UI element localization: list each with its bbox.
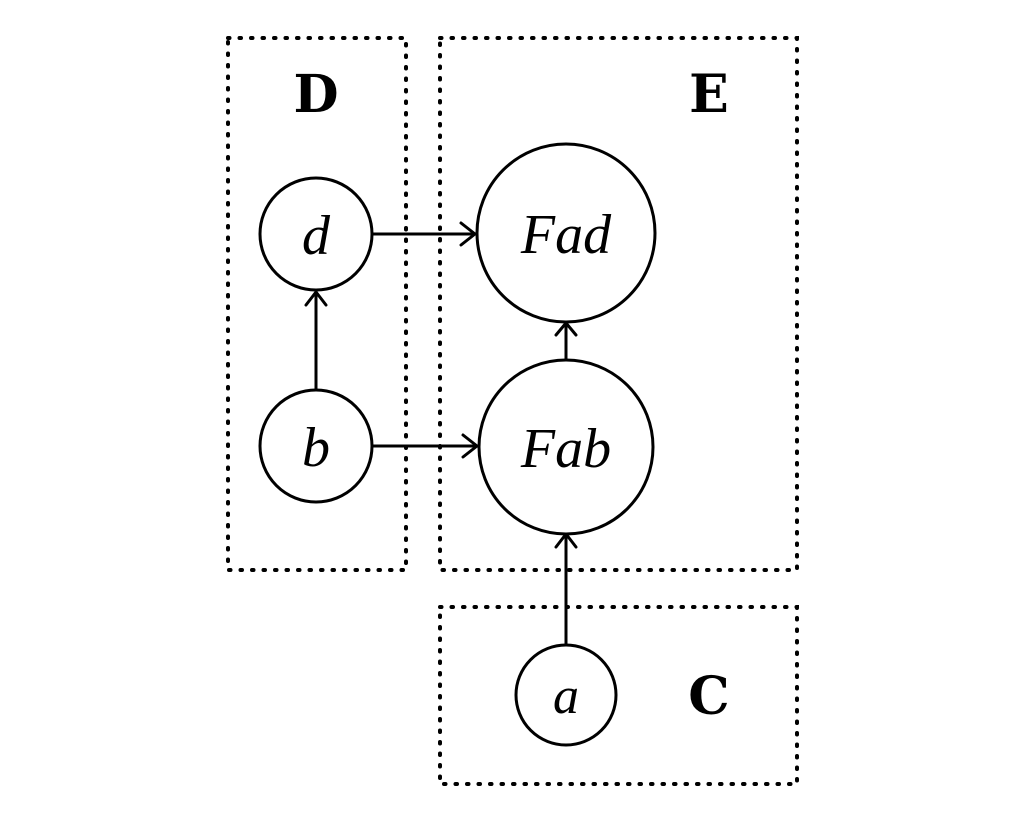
group-frame-c: [438, 605, 799, 786]
group-label-d: D: [293, 64, 338, 125]
node-d: d: [258, 176, 374, 292]
node-fab: Fab: [477, 358, 655, 536]
group-frame-e: [438, 36, 799, 572]
node-label-d: d: [302, 205, 331, 267]
node-label-fab: Fab: [520, 418, 611, 480]
node-a: a: [514, 643, 618, 747]
edge-fab-to-fad: [554, 321, 578, 359]
arrow-up-icon: [304, 290, 328, 307]
group-label-e: E: [689, 64, 729, 125]
arrow-right-icon: [459, 221, 477, 247]
arrow-right-icon: [461, 433, 479, 459]
node-fad: Fad: [475, 142, 657, 324]
edge-b-to-d: [304, 290, 328, 392]
node-label-b: b: [302, 417, 330, 479]
edge-d-to-fad: [372, 221, 477, 247]
edge-b-to-fab: [372, 433, 479, 459]
node-label-a: a: [553, 668, 579, 725]
node-b: b: [258, 388, 374, 504]
node-label-fad: Fad: [520, 204, 612, 266]
edge-a-to-fab: [554, 532, 578, 645]
group-label-c: C: [688, 666, 729, 727]
